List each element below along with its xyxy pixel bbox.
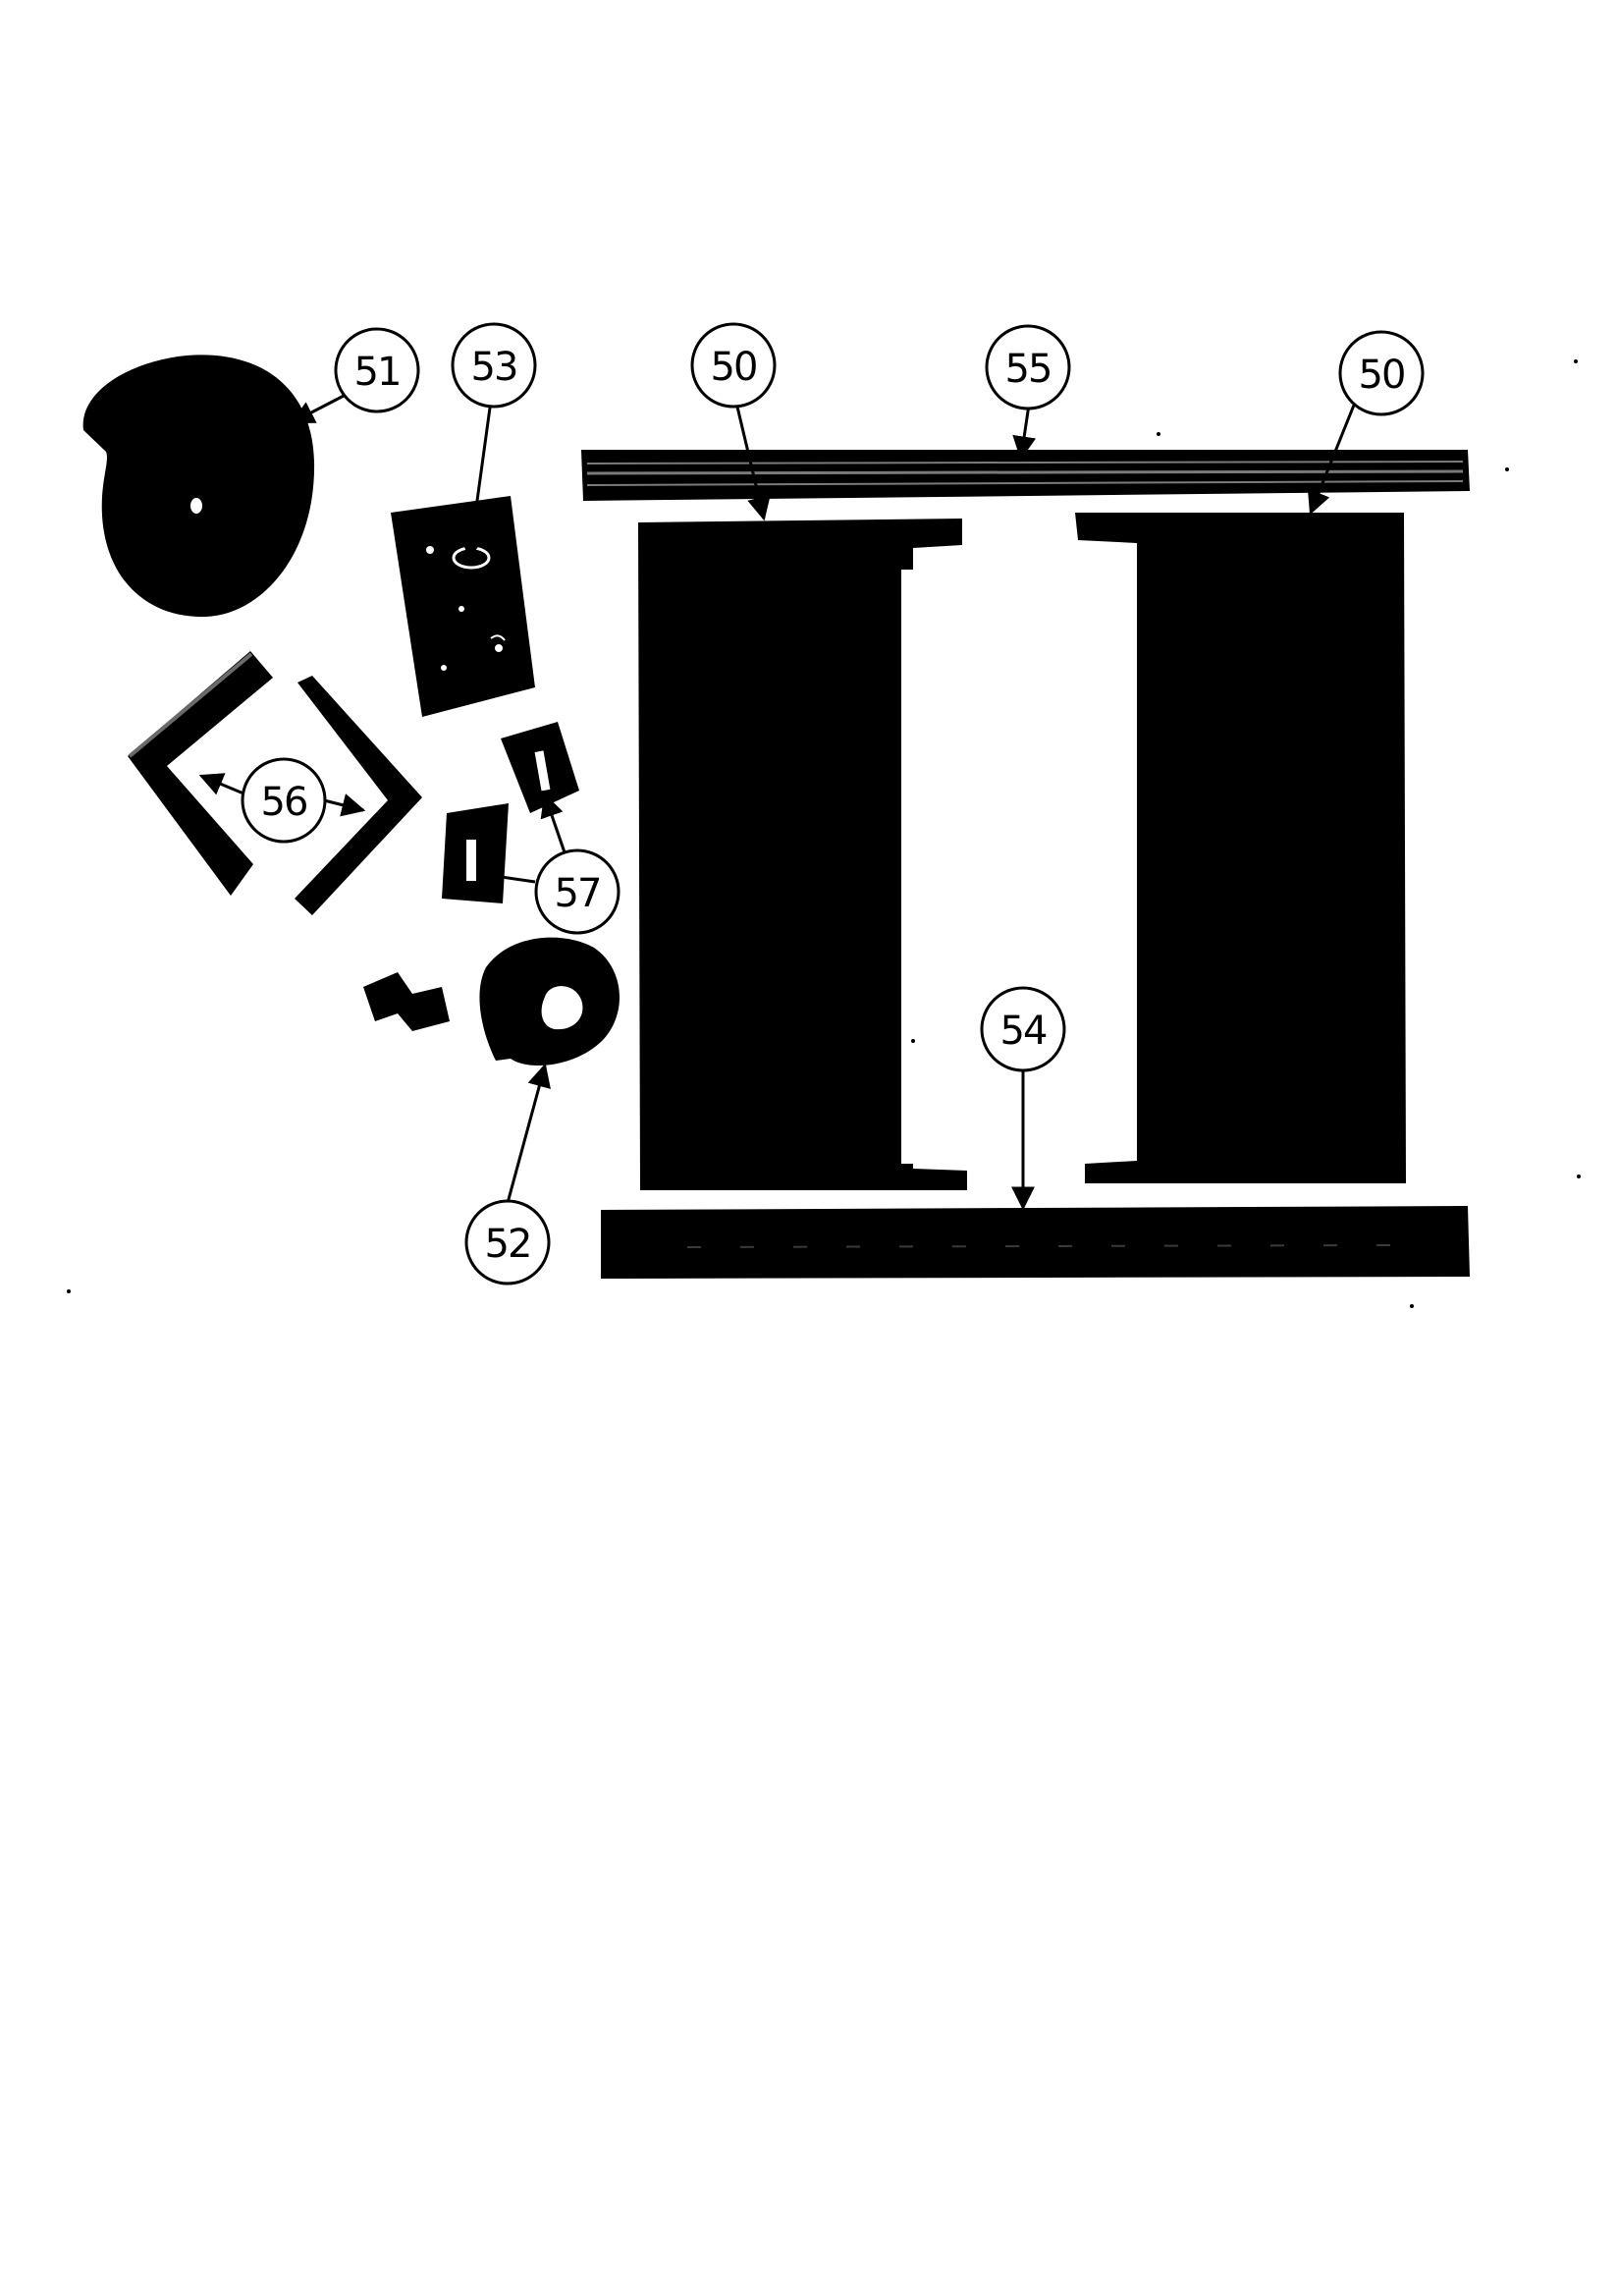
part-50-right-panel bbox=[1075, 513, 1406, 1183]
leader-57a bbox=[540, 793, 566, 853]
leader-lines bbox=[198, 393, 1357, 1211]
callout-55-label: 55 bbox=[1005, 347, 1052, 392]
callout-52: 52 bbox=[464, 1199, 551, 1285]
callout-53-label: 53 bbox=[471, 345, 517, 390]
callout-50-left: 50 bbox=[690, 322, 777, 409]
part-55-top-rail bbox=[581, 450, 1470, 501]
callout-51-label: 51 bbox=[354, 350, 401, 395]
callout-54-label: 54 bbox=[1000, 1009, 1047, 1054]
leader-53 bbox=[460, 400, 493, 561]
callout-50-right: 50 bbox=[1338, 330, 1425, 416]
scan-specks bbox=[67, 359, 1581, 1308]
callout-52-label: 52 bbox=[485, 1222, 531, 1267]
part-small-pads bbox=[363, 972, 450, 1031]
part-54-bottom-rail bbox=[601, 1206, 1470, 1279]
callout-50-left-label: 50 bbox=[711, 345, 757, 390]
leader-52 bbox=[506, 1063, 551, 1204]
callout-57-label: 57 bbox=[555, 871, 601, 916]
callout-54: 54 bbox=[980, 986, 1066, 1072]
callout-51: 51 bbox=[334, 327, 420, 413]
leader-56a bbox=[198, 773, 244, 795]
part-56-corner-brackets bbox=[128, 651, 422, 915]
part-51-foam-roll bbox=[82, 355, 315, 618]
callout-55: 55 bbox=[985, 324, 1071, 410]
leader-51 bbox=[290, 393, 347, 424]
leader-57b bbox=[478, 865, 536, 889]
callout-50-right-label: 50 bbox=[1359, 353, 1405, 398]
leader-50a bbox=[734, 402, 771, 521]
leader-55 bbox=[1012, 404, 1037, 461]
callout-53: 53 bbox=[451, 322, 537, 409]
part-50-left-panel bbox=[638, 519, 967, 1190]
part-52-small-roll bbox=[479, 937, 620, 1066]
callout-56: 56 bbox=[241, 757, 327, 844]
leader-56b bbox=[323, 793, 366, 817]
part-53-hardware-bag bbox=[391, 496, 535, 717]
leader-50b bbox=[1307, 402, 1357, 516]
callout-56-label: 56 bbox=[261, 780, 307, 825]
callout-57: 57 bbox=[534, 848, 620, 935]
